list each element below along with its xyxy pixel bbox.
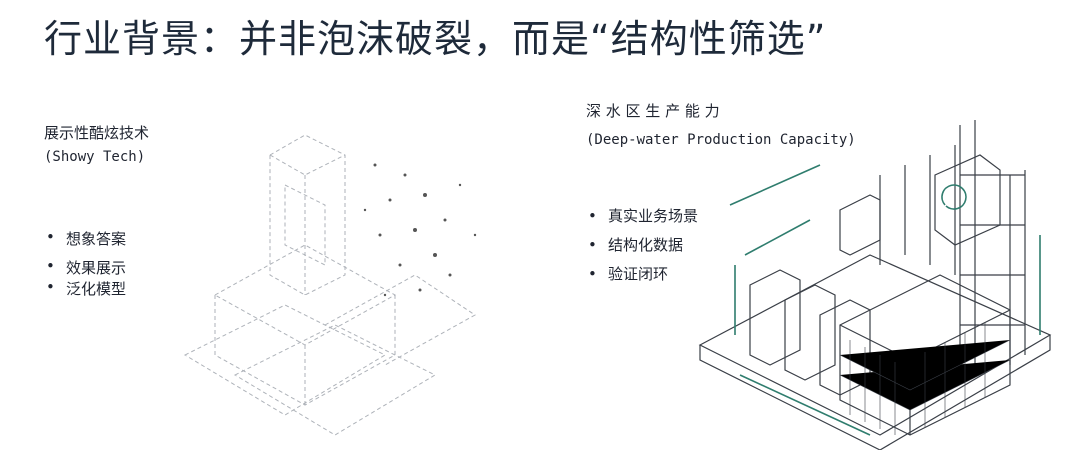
list-item: 验证闭环: [586, 260, 698, 289]
list-item: 结构化数据: [586, 231, 698, 260]
right-heading: 深 水 区 生 产 能 力: [586, 102, 720, 120]
showy-tech-illustration: [183, 134, 477, 436]
production-facility-illustration: [698, 120, 1052, 450]
left-bullet-list: 想象答案 效果展示 泛化模型: [44, 228, 126, 299]
slide-title: 行业背景：并非泡沫破裂，而是“结构性筛选”: [44, 17, 827, 61]
list-item: 想象答案: [44, 228, 126, 249]
left-subheading: (Showy Tech): [44, 149, 146, 165]
right-subheading: (Deep-water Production Capacity): [586, 132, 856, 148]
right-bullet-list: 真实业务场景 结构化数据 验证闭环: [586, 202, 698, 289]
left-heading: 展示性酷炫技术: [44, 124, 150, 142]
list-item: 泛化模型: [44, 278, 126, 299]
list-item: 真实业务场景: [586, 202, 698, 231]
list-item: 效果展示: [44, 257, 126, 278]
